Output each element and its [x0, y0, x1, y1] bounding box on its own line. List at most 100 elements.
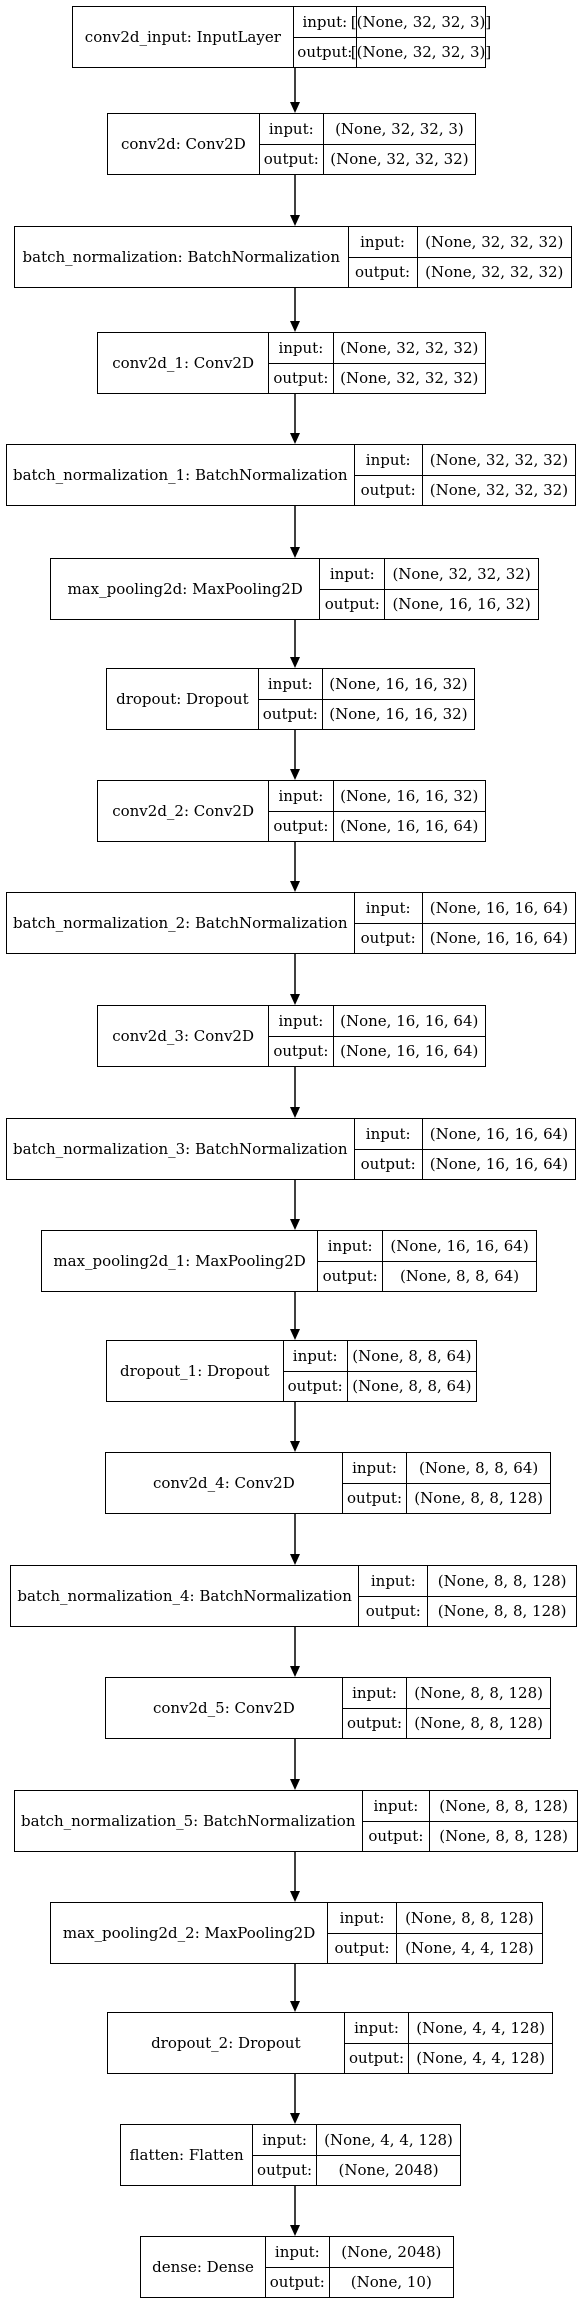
output-label: output:: [263, 150, 319, 169]
layer-name: flatten: Flatten: [121, 2125, 254, 2185]
input-label: input:: [365, 1124, 411, 1143]
output-shape: (None, 8, 8, 128): [414, 1489, 543, 1508]
input-label: input:: [360, 232, 405, 251]
output-shape: (None, 8, 8, 128): [437, 1602, 567, 1621]
output-label: output:: [346, 1714, 403, 1733]
output-shape: (None, 2048): [338, 2161, 439, 2180]
input-shape: (None, 32, 32, 32): [340, 338, 479, 357]
layer-name: max_pooling2d_2: MaxPooling2D: [51, 1903, 329, 1963]
layer-node-flatten: flatten: Flatten input: output: (None, 4, 4…: [120, 2124, 461, 2186]
output-label: output:: [346, 1489, 403, 1508]
input-shape: (None, 32, 32, 32): [425, 232, 564, 251]
layer-name: batch_normalization: BatchNormalization: [15, 227, 349, 287]
layer-node-batch-normalization-5: batch_normalization_5: BatchNormalizatio…: [14, 1790, 578, 1852]
output-shape: (None, 16, 16, 64): [340, 817, 479, 836]
output-label: output:: [273, 1042, 329, 1061]
arrow-head-icon: [290, 215, 300, 226]
input-shape: (None, 8, 8, 64): [352, 1346, 472, 1365]
output-shape: (None, 32, 32, 32): [340, 369, 479, 388]
input-shape: (None, 8, 8, 128): [414, 1683, 543, 1702]
arrow-head-icon: [290, 1107, 300, 1118]
arrow-head-icon: [290, 1441, 300, 1452]
input-label: input:: [268, 119, 314, 138]
layer-node-dropout-2: dropout_2: Dropout input: output: (None, 4,…: [107, 2012, 553, 2074]
layer-name: batch_normalization_5: BatchNormalizatio…: [15, 1791, 363, 1851]
layer-name: conv2d_2: Conv2D: [98, 781, 270, 841]
layer-name: conv2d_input: InputLayer: [73, 7, 294, 67]
input-label: input:: [278, 1011, 324, 1030]
output-shape: (None, 16, 16, 32): [329, 705, 468, 724]
input-label: input:: [339, 1908, 385, 1927]
arrow-head-icon: [290, 321, 300, 332]
input-label: input:: [327, 1236, 373, 1255]
input-shape: (None, 8, 8, 128): [437, 1571, 567, 1590]
layer-node-conv2d-input: conv2d_input: InputLayer input: output: [(N…: [72, 6, 492, 68]
output-shape: (None, 4, 4, 128): [416, 2049, 545, 2068]
layer-node-conv2d-4: conv2d_4: Conv2D input: output: (None, 8, 8…: [105, 1452, 551, 1514]
output-label: output:: [257, 2161, 313, 2180]
output-label: output:: [334, 1939, 390, 1958]
output-label: output:: [269, 2273, 325, 2292]
arrow-head-icon: [290, 1666, 300, 1677]
input-label: input:: [302, 12, 348, 31]
layer-name: batch_normalization_2: BatchNormalizatio…: [7, 893, 355, 953]
output-label: output:: [273, 369, 329, 388]
arrow-head-icon: [290, 2225, 300, 2236]
input-shape: (None, 4, 4, 128): [324, 2130, 453, 2149]
arrow-head-icon: [290, 102, 300, 113]
layer-node-batch-normalization-2: batch_normalization_2: BatchNormalizatio…: [6, 892, 576, 954]
output-label: output:: [360, 929, 416, 948]
input-label: input:: [352, 1458, 397, 1477]
layer-name: conv2d_1: Conv2D: [98, 333, 270, 393]
input-label: input:: [373, 1796, 419, 1815]
output-label: output:: [297, 43, 353, 62]
layer-name: batch_normalization_1: BatchNormalizatio…: [7, 445, 355, 505]
output-shape: (None, 8, 8, 64): [352, 1377, 472, 1396]
input-shape: (None, 32, 32, 32): [429, 450, 569, 469]
input-shape: [(None, 32, 32, 3)]: [350, 12, 492, 31]
output-shape: (None, 16, 16, 64): [429, 1155, 569, 1174]
output-shape: (None, 10): [350, 2273, 432, 2292]
arrow-head-icon: [290, 1219, 300, 1230]
arrow-head-icon: [290, 547, 300, 558]
output-label: output:: [365, 1602, 421, 1621]
input-label: input:: [365, 898, 411, 917]
input-label: input:: [370, 1571, 416, 1590]
input-shape: (None, 16, 16, 32): [329, 674, 468, 693]
arrow-head-icon: [290, 769, 300, 780]
layer-name: conv2d_5: Conv2D: [106, 1678, 343, 1738]
layer-name: max_pooling2d_1: MaxPooling2D: [42, 1231, 319, 1291]
output-label: output:: [262, 705, 318, 724]
layer-name: dropout_2: Dropout: [108, 2013, 345, 2073]
layer-name: conv2d_4: Conv2D: [106, 1453, 343, 1513]
layer-node-conv2d-5: conv2d_5: Conv2D input: output: (None, 8, 8…: [105, 1677, 551, 1739]
input-label: input:: [274, 2242, 320, 2261]
output-shape: (None, 8, 8, 128): [414, 1714, 543, 1733]
layer-node-max-pooling2d-2: max_pooling2d_2: MaxPooling2D input: outpu…: [50, 1902, 543, 1964]
output-label: output:: [354, 263, 411, 282]
input-label: input:: [267, 674, 313, 693]
input-label: input:: [262, 2130, 307, 2149]
output-label: output:: [348, 2049, 405, 2068]
output-label: output:: [360, 1155, 416, 1174]
layer-node-batch-normalization-4: batch_normalization_4: BatchNormalizatio…: [10, 1565, 577, 1627]
input-shape: (None, 2048): [341, 2242, 442, 2261]
output-shape: (None, 16, 16, 64): [340, 1042, 479, 1061]
layer-node-batch-normalization: batch_normalization: BatchNormalization i…: [14, 226, 572, 288]
input-shape: (None, 32, 32, 32): [392, 564, 531, 583]
input-label: input:: [354, 2018, 399, 2037]
output-shape: (None, 8, 8, 64): [399, 1267, 520, 1286]
input-label: input:: [352, 1683, 397, 1702]
input-label: input:: [365, 450, 411, 469]
output-shape: (None, 4, 4, 128): [405, 1939, 534, 1958]
arrow-head-icon: [290, 1891, 300, 1902]
layer-name: batch_normalization_4: BatchNormalizatio…: [11, 1566, 360, 1626]
input-shape: (None, 16, 16, 64): [390, 1236, 529, 1255]
arrow-head-icon: [290, 433, 300, 444]
